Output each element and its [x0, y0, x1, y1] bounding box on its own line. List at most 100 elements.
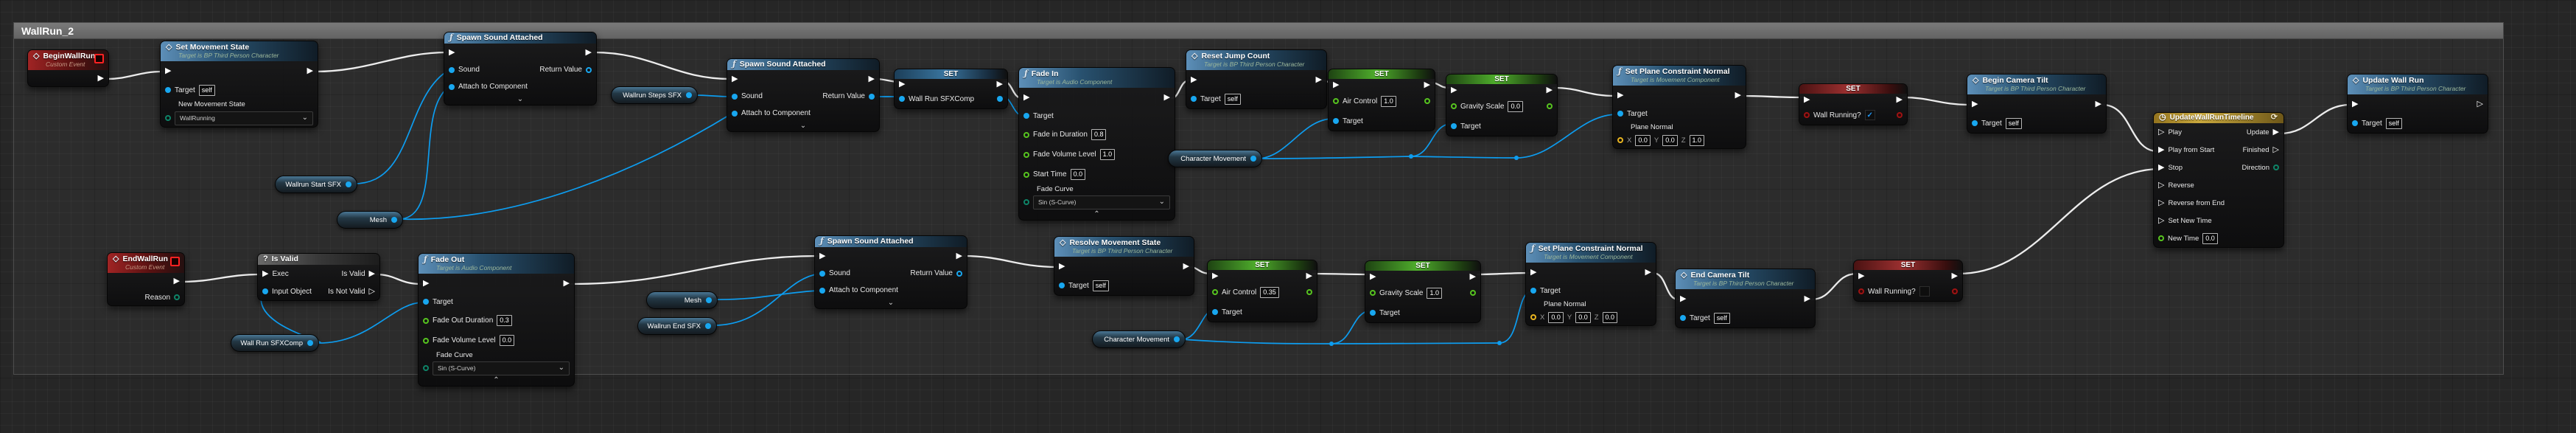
node-set-wall-running-bottom[interactable]: SET Wall Running?: [1853, 260, 1963, 302]
target-pin[interactable]: [1059, 283, 1065, 289]
float-pin[interactable]: [1023, 131, 1029, 138]
exec-out-pin[interactable]: [1805, 295, 1810, 303]
exec-wire[interactable]: [2278, 103, 2352, 135]
bool-pin[interactable]: [1804, 112, 1810, 118]
exec-out-pin[interactable]: [174, 277, 180, 285]
float-pin[interactable]: [423, 337, 429, 344]
enum-pin[interactable]: [165, 115, 171, 122]
data-wire[interactable]: [1256, 118, 1334, 159]
expand-node-button[interactable]: [727, 122, 879, 131]
output-pin[interactable]: [1470, 290, 1476, 296]
output-pin[interactable]: [706, 297, 712, 303]
exec-out-pin[interactable]: [1897, 96, 1903, 104]
exec-wire[interactable]: [1552, 86, 1617, 97]
exec-wire[interactable]: [374, 273, 423, 285]
var-wall-run-sfxcomp[interactable]: Wall Run SFXComp: [231, 334, 319, 352]
value-box[interactable]: 0.0: [1548, 311, 1564, 323]
finished-out-pin[interactable]: [2273, 146, 2279, 154]
exec-in-pin[interactable]: [1333, 81, 1339, 89]
exec-in-pin[interactable]: [262, 270, 268, 278]
stop-pin[interactable]: [2158, 164, 2164, 172]
data-wire[interactable]: [397, 86, 449, 220]
target-pin[interactable]: [1023, 113, 1029, 119]
value-box[interactable]: 1.0: [1689, 134, 1705, 146]
float-pin[interactable]: [423, 317, 429, 324]
target-pin[interactable]: [1191, 96, 1197, 103]
target-pin[interactable]: [165, 87, 171, 94]
return-value-pin[interactable]: [956, 270, 962, 277]
exec-wire[interactable]: [1740, 94, 1804, 99]
exec-wire[interactable]: [1902, 96, 1972, 106]
attach-pin[interactable]: [819, 287, 825, 294]
exec-wire[interactable]: [314, 51, 449, 73]
exec-in-pin[interactable]: [165, 67, 171, 75]
sound-pin[interactable]: [449, 66, 455, 73]
var-wallrun-steps-sfx[interactable]: Wallrun Steps SFX: [611, 86, 698, 104]
data-wire[interactable]: [1331, 342, 1500, 344]
value-box[interactable]: 0.0: [1602, 311, 1618, 323]
exec-out-pin[interactable]: [1183, 263, 1189, 271]
value-box[interactable]: 0.0: [1070, 169, 1086, 181]
exec-in-pin[interactable]: [1617, 91, 1623, 100]
value-box[interactable]: 1.0: [1427, 287, 1442, 299]
output-pin[interactable]: [346, 181, 351, 187]
output-pin[interactable]: [686, 92, 692, 98]
data-wire[interactable]: [397, 113, 732, 221]
exec-in-pin[interactable]: [1370, 273, 1376, 281]
exec-wire[interactable]: [1957, 167, 2159, 275]
movement-state-dropdown[interactable]: WallRunning: [175, 111, 313, 125]
exec-out-pin[interactable]: [1735, 91, 1741, 100]
data-wire[interactable]: [1410, 156, 1517, 159]
target-value[interactable]: self: [2005, 117, 2022, 129]
enum-pin[interactable]: [423, 365, 429, 372]
node-set-wall-run-sfxcomp[interactable]: SET Wall Run SFXComp: [894, 69, 1008, 109]
node-begin-wall-run[interactable]: BeginWallRun Custom Event: [27, 49, 109, 88]
play-pin[interactable]: [2158, 128, 2164, 136]
exec-out-pin[interactable]: [956, 252, 962, 260]
target-pin[interactable]: [1212, 309, 1218, 315]
output-pin[interactable]: [1306, 289, 1312, 295]
attach-pin[interactable]: [732, 110, 738, 117]
wall-running-checkbox[interactable]: [1864, 110, 1875, 120]
exec-out-pin[interactable]: [307, 67, 313, 75]
target-pin[interactable]: [1972, 120, 1978, 127]
wire-junction[interactable]: [1329, 342, 1334, 346]
exec-wire[interactable]: [179, 273, 262, 283]
node-set-plane-constraint-bottom[interactable]: Set Plane Constraint Normal Target is Mo…: [1525, 242, 1656, 327]
exec-in-pin[interactable]: [732, 75, 738, 83]
exec-wire[interactable]: [592, 51, 732, 80]
node-begin-camera-tilt[interactable]: Begin Camera Tilt Target is BP Third Per…: [1967, 74, 2107, 134]
exec-out-pin[interactable]: [98, 75, 104, 83]
exec-in-pin[interactable]: [1530, 269, 1536, 277]
data-wire[interactable]: [712, 273, 820, 326]
value-box[interactable]: 1.0: [1381, 95, 1396, 107]
target-pin[interactable]: [2352, 120, 2358, 127]
data-wire[interactable]: [713, 290, 820, 300]
var-mesh-top[interactable]: Mesh: [337, 211, 403, 229]
exec-in-pin[interactable]: [1858, 272, 1864, 280]
exec-wire[interactable]: [570, 254, 819, 285]
target-value[interactable]: self: [198, 84, 215, 96]
data-wire[interactable]: [1256, 156, 1412, 159]
exec-in-pin[interactable]: [2352, 100, 2358, 108]
node-end-camera-tilt[interactable]: End Camera Tilt Target is BP Third Perso…: [1675, 269, 1816, 329]
exec-out-pin[interactable]: [564, 280, 570, 288]
node-set-wall-running-top[interactable]: SET Wall Running?: [1799, 83, 1908, 125]
var-character-movement-bottom[interactable]: Character Movement: [1092, 330, 1186, 348]
comment-header[interactable]: WallRun_2: [13, 22, 2504, 39]
var-mesh-mid[interactable]: Mesh: [646, 291, 718, 309]
float-pin[interactable]: [1333, 98, 1339, 104]
exec-out-pin[interactable]: [1952, 272, 1958, 280]
direction-out-pin[interactable]: [2273, 164, 2279, 170]
node-update-wall-run[interactable]: Update Wall Run Target is BP Third Perso…: [2347, 74, 2488, 134]
value-box[interactable]: 0.35: [1260, 286, 1279, 298]
exec-out-pin[interactable]: [1316, 76, 1322, 84]
node-set-movement-state[interactable]: Set Movement State Target is BP Third Pe…: [160, 41, 318, 128]
reason-pin[interactable]: [174, 294, 180, 301]
update-out-pin[interactable]: [2273, 128, 2279, 136]
float-pin[interactable]: [1451, 103, 1457, 109]
output-pin[interactable]: [997, 96, 1003, 102]
